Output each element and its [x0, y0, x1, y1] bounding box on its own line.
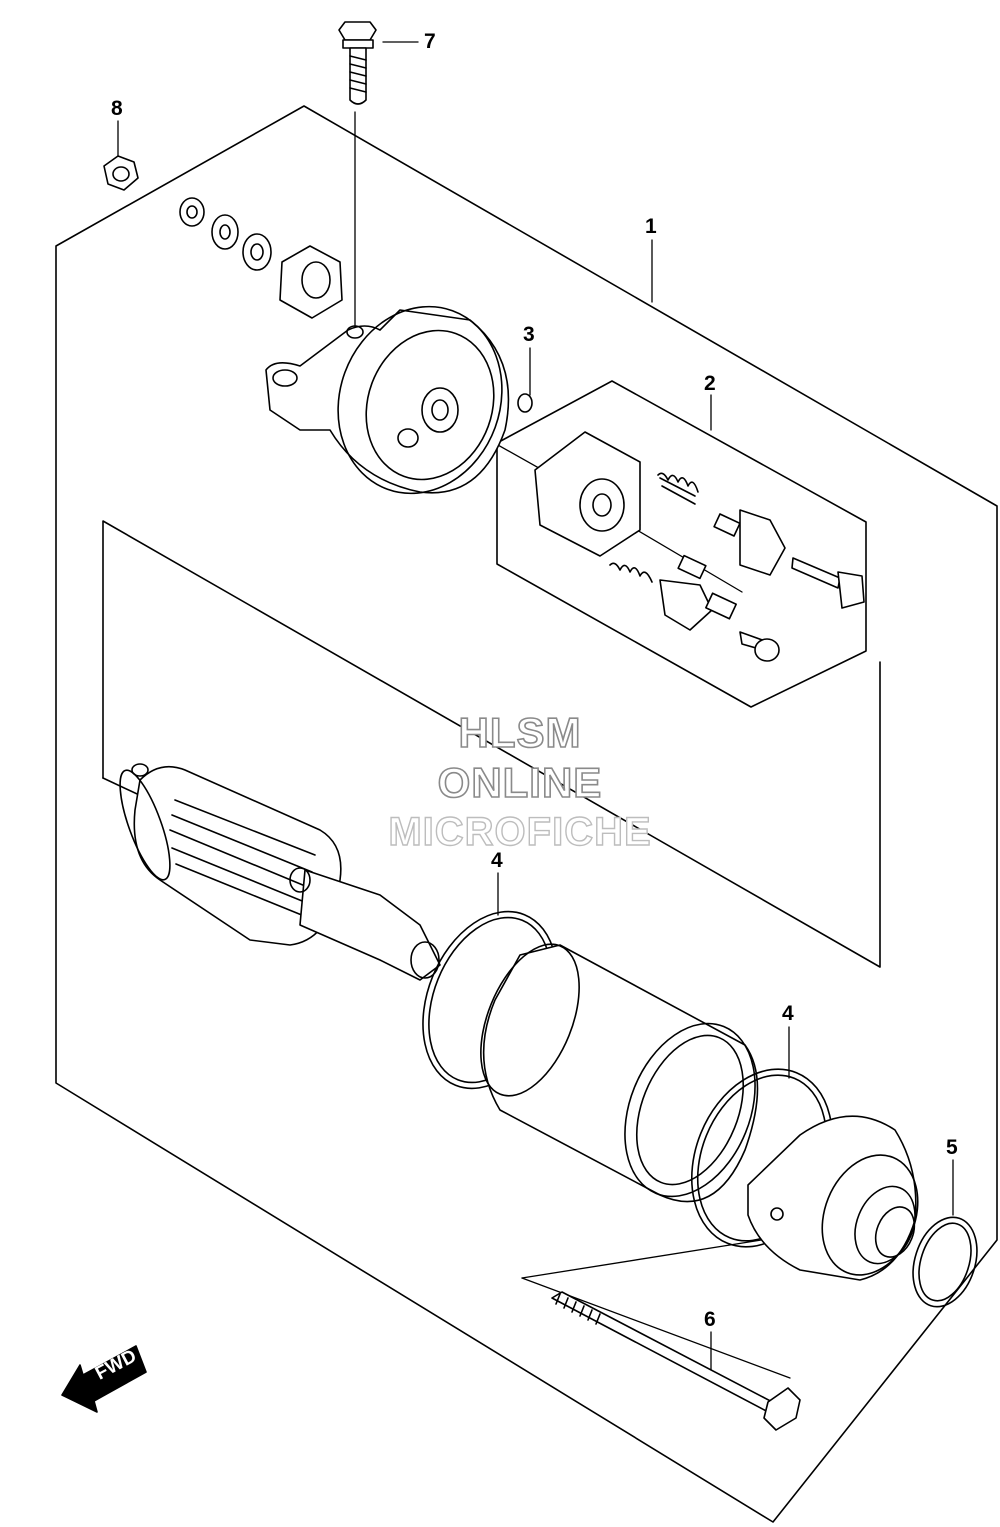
- through-bolt-6: [551, 1291, 801, 1431]
- nut-8: [103, 155, 139, 191]
- callout-5: 5: [946, 1136, 958, 1159]
- callout-3: 3: [523, 323, 535, 346]
- fwd-arrow: [61, 1345, 147, 1413]
- callout-4-bottom: 4: [782, 1002, 794, 1025]
- brush-holder-frame: [496, 380, 867, 708]
- yoke: [480, 943, 759, 1203]
- watermark-line-3: MICROFICHE: [388, 810, 652, 854]
- end-washers: [179, 197, 343, 319]
- watermark-line-1: HLSM: [458, 709, 582, 756]
- callout-7: 7: [424, 30, 436, 53]
- assembly-frame: [55, 105, 998, 1523]
- end-cover: [265, 305, 510, 495]
- callout-6: 6: [704, 1308, 716, 1331]
- o-ring-5: [912, 1216, 978, 1308]
- callout-2: 2: [704, 372, 716, 395]
- front-housing: [747, 1115, 919, 1281]
- o-ring-3: [517, 393, 533, 413]
- brush-holder: [534, 431, 865, 662]
- armature-frame: [102, 520, 881, 968]
- watermark-line-2: ONLINE: [437, 759, 603, 806]
- bolt-7: [338, 21, 377, 105]
- callout-4-top: 4: [491, 849, 503, 872]
- callout-8: 8: [111, 97, 123, 120]
- callout-1: 1: [645, 215, 657, 238]
- armature: [119, 763, 441, 981]
